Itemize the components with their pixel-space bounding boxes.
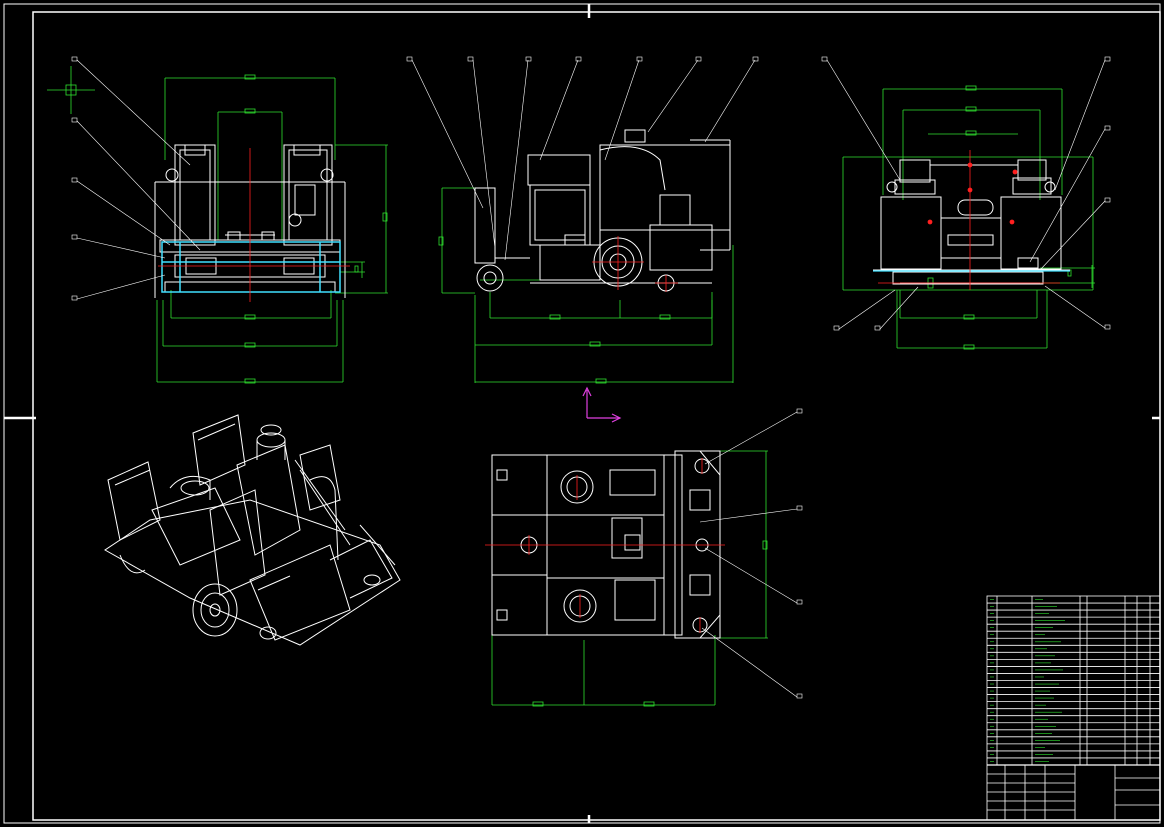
cad-cursor <box>47 66 95 114</box>
front-view <box>71 56 388 384</box>
right-view-centerlines <box>878 150 1060 290</box>
front-view-centerlines <box>158 148 350 302</box>
isometric-view <box>104 414 401 646</box>
drawing-border <box>3 3 1161 824</box>
top-view-dimensions <box>491 450 768 707</box>
ucs-icon <box>582 386 622 423</box>
side-view-outline <box>474 129 731 292</box>
top-view-outline <box>491 450 721 639</box>
right-view-leaders <box>821 56 1111 331</box>
top-view <box>485 408 803 707</box>
top-view-centerlines <box>485 458 725 633</box>
front-view-leaders <box>71 56 201 301</box>
side-view <box>406 56 759 384</box>
front-view-dimensions <box>156 74 388 384</box>
title-block <box>986 595 1161 821</box>
side-view-centerlines <box>592 236 678 292</box>
top-view-leaders <box>699 408 803 699</box>
right-view <box>821 56 1111 350</box>
front-view-section <box>161 241 341 293</box>
side-view-leaders <box>406 56 759 261</box>
right-view-outline <box>873 159 1070 285</box>
side-view-dimensions <box>438 187 734 384</box>
